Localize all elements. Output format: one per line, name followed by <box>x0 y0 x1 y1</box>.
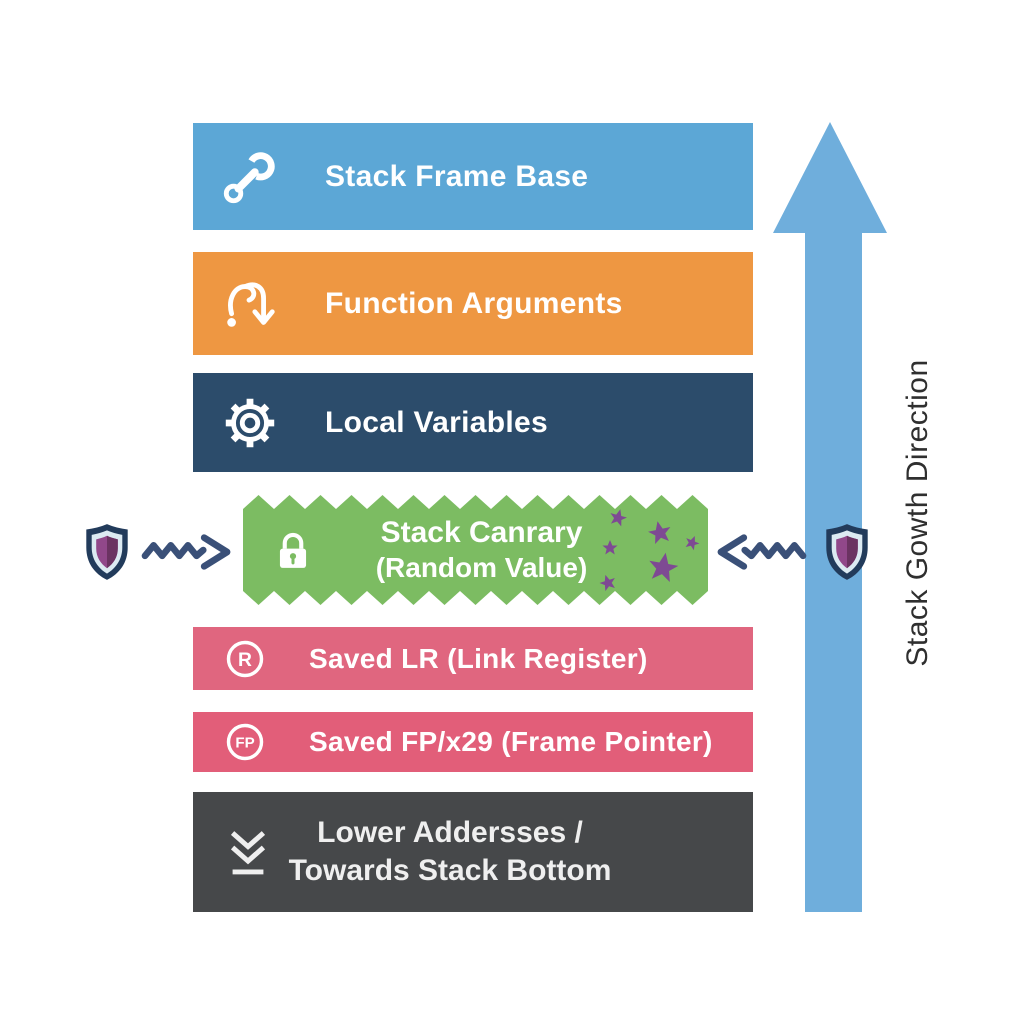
shield-icon <box>86 524 128 580</box>
bar-label-line2: Towards Stack Bottom <box>288 854 612 887</box>
double-chevron-down-icon <box>230 831 266 875</box>
stack-bar-local-variables: Local Variables <box>193 373 753 472</box>
bar-label: Lower Addersses / Towards Stack Bottom <box>277 814 623 890</box>
wavy-arrow-left-icon <box>717 534 807 570</box>
canary-label: Stack Canrary (Random Value) <box>315 515 648 585</box>
stack-bar-frame-base: Stack Frame Base <box>193 123 753 230</box>
canary-label-line1: Stack Canrary <box>380 516 583 550</box>
fp-badge-letters: FP <box>235 735 254 752</box>
curved-down-arrow-icon <box>227 281 275 327</box>
bar-label: Saved FP/x29 (Frame Pointer) <box>309 726 713 757</box>
stack-growth-direction-label: Stack Gowth Direction <box>901 359 934 667</box>
stack-bar-function-arguments: Function Arguments <box>193 252 753 355</box>
stack-bar-canary: Stack Canrary (Random Value) <box>243 493 708 607</box>
bar-label: Local Variables <box>325 405 548 439</box>
stack-bar-saved-fp: FP Saved FP/x29 (Frame Pointer) <box>193 712 753 772</box>
left-guard-group <box>80 522 240 582</box>
canary-content: Stack Canrary (Random Value) <box>243 493 708 607</box>
fp-badge-icon: FP <box>226 723 264 761</box>
bar-label: Stack Frame Base <box>325 159 589 193</box>
r-badge-icon: R <box>226 640 264 677</box>
bar-label: Function Arguments <box>325 286 623 320</box>
shield-icon <box>826 524 868 580</box>
r-badge-letter: R <box>238 649 252 670</box>
canary-label-line2: (Random Value) <box>375 552 588 584</box>
bar-label-line1: Lower Addersses / <box>317 815 583 849</box>
gear-icon <box>225 398 275 447</box>
bar-label: Saved LR (Link Register) <box>309 642 648 674</box>
stack-bar-lower-addresses: Lower Addersses / Towards Stack Bottom <box>193 792 753 912</box>
lock-icon <box>279 532 307 568</box>
stack-bar-saved-lr: R Saved LR (Link Register) <box>193 627 753 690</box>
stack-growth-arrow <box>773 122 887 912</box>
wrench-icon <box>223 151 275 203</box>
wavy-arrow-right-icon <box>141 534 231 570</box>
canary-zigzag-background <box>243 495 708 605</box>
right-guard-group <box>712 522 874 582</box>
